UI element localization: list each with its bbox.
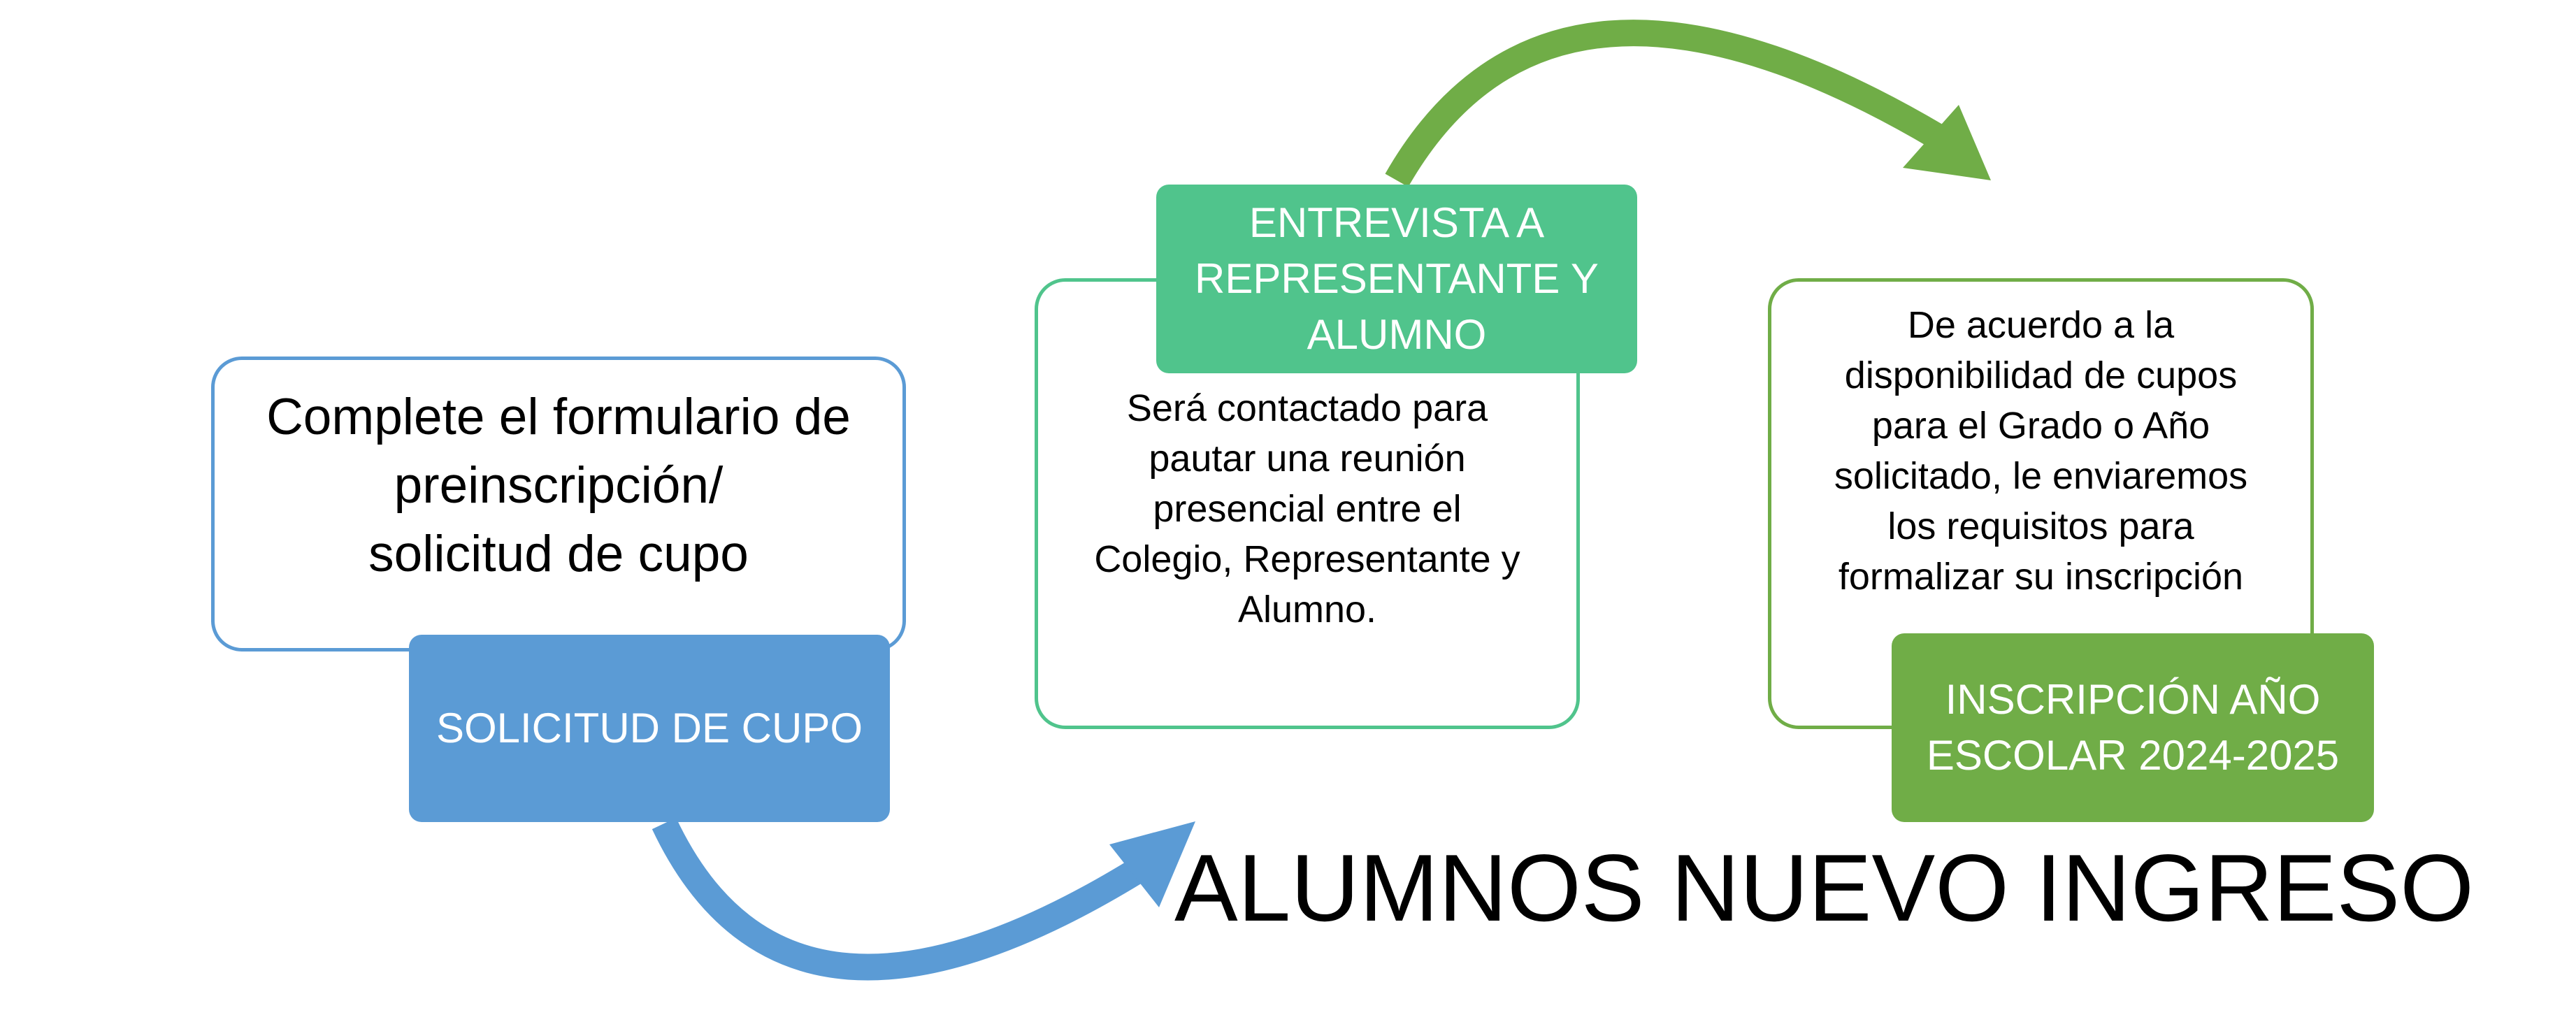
- step-3-description: De acuerdo a la disponibilidad de cupos …: [1834, 304, 2248, 598]
- step-1-description: Complete el formulario de preinscripción…: [266, 389, 851, 582]
- diagram-title: ALUMNOS NUEVO INGRESO: [1174, 835, 2474, 941]
- step-1-description-box: Complete el formulario de preinscripción…: [211, 357, 906, 652]
- step-2-label: ENTREVISTA A REPRESENTANTE Y ALUMNO: [1156, 185, 1637, 373]
- step-1-label: SOLICITUD DE CUPO: [409, 635, 890, 822]
- step-2-description: Será contactado para pautar una reunión …: [1094, 387, 1520, 631]
- arrow-step1-to-step2: [652, 817, 1195, 981]
- step-3-label: INSCRIPCIÓN AÑO ESCOLAR 2024-2025: [1892, 633, 2374, 822]
- arrow-step2-to-step3: [1385, 20, 1991, 187]
